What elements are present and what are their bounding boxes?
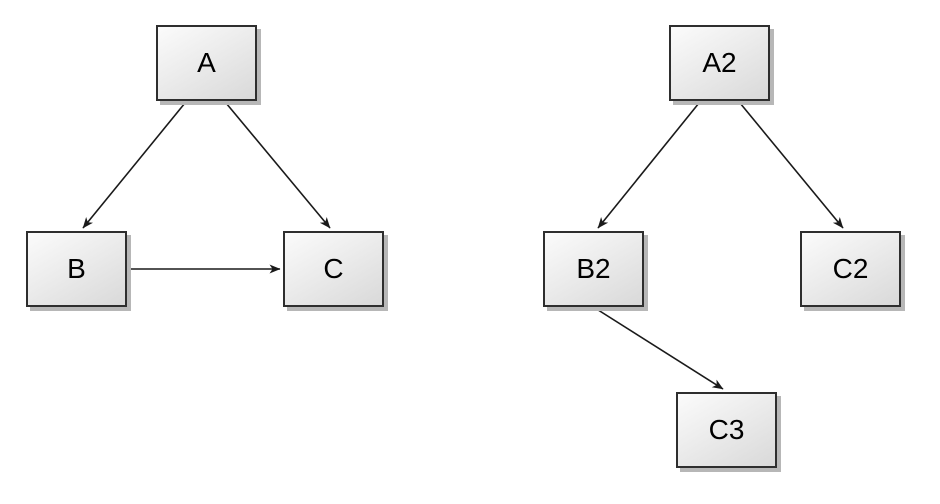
node-A2-label: A2 — [702, 47, 737, 78]
node-B[interactable]: B — [26, 231, 127, 307]
node-C2[interactable]: C2 — [800, 231, 901, 307]
edge-A2-B2 — [597, 102, 700, 229]
node-A-label: A — [197, 47, 216, 78]
node-C-label: C — [323, 253, 344, 284]
node-C3-label: C3 — [708, 414, 745, 445]
node-B-label: B — [67, 253, 86, 284]
edge-A-C — [225, 102, 331, 229]
node-B2-label: B2 — [576, 253, 611, 284]
node-A[interactable]: A — [156, 25, 257, 101]
edge-A-B — [82, 102, 186, 229]
edge-A2-C2 — [739, 102, 844, 229]
edge-B2-C3 — [594, 307, 724, 390]
node-A2[interactable]: A2 — [669, 25, 770, 101]
node-C2-label: C2 — [832, 253, 869, 284]
node-C[interactable]: C — [283, 231, 384, 307]
node-C3[interactable]: C3 — [676, 392, 777, 468]
node-B2[interactable]: B2 — [543, 231, 644, 307]
